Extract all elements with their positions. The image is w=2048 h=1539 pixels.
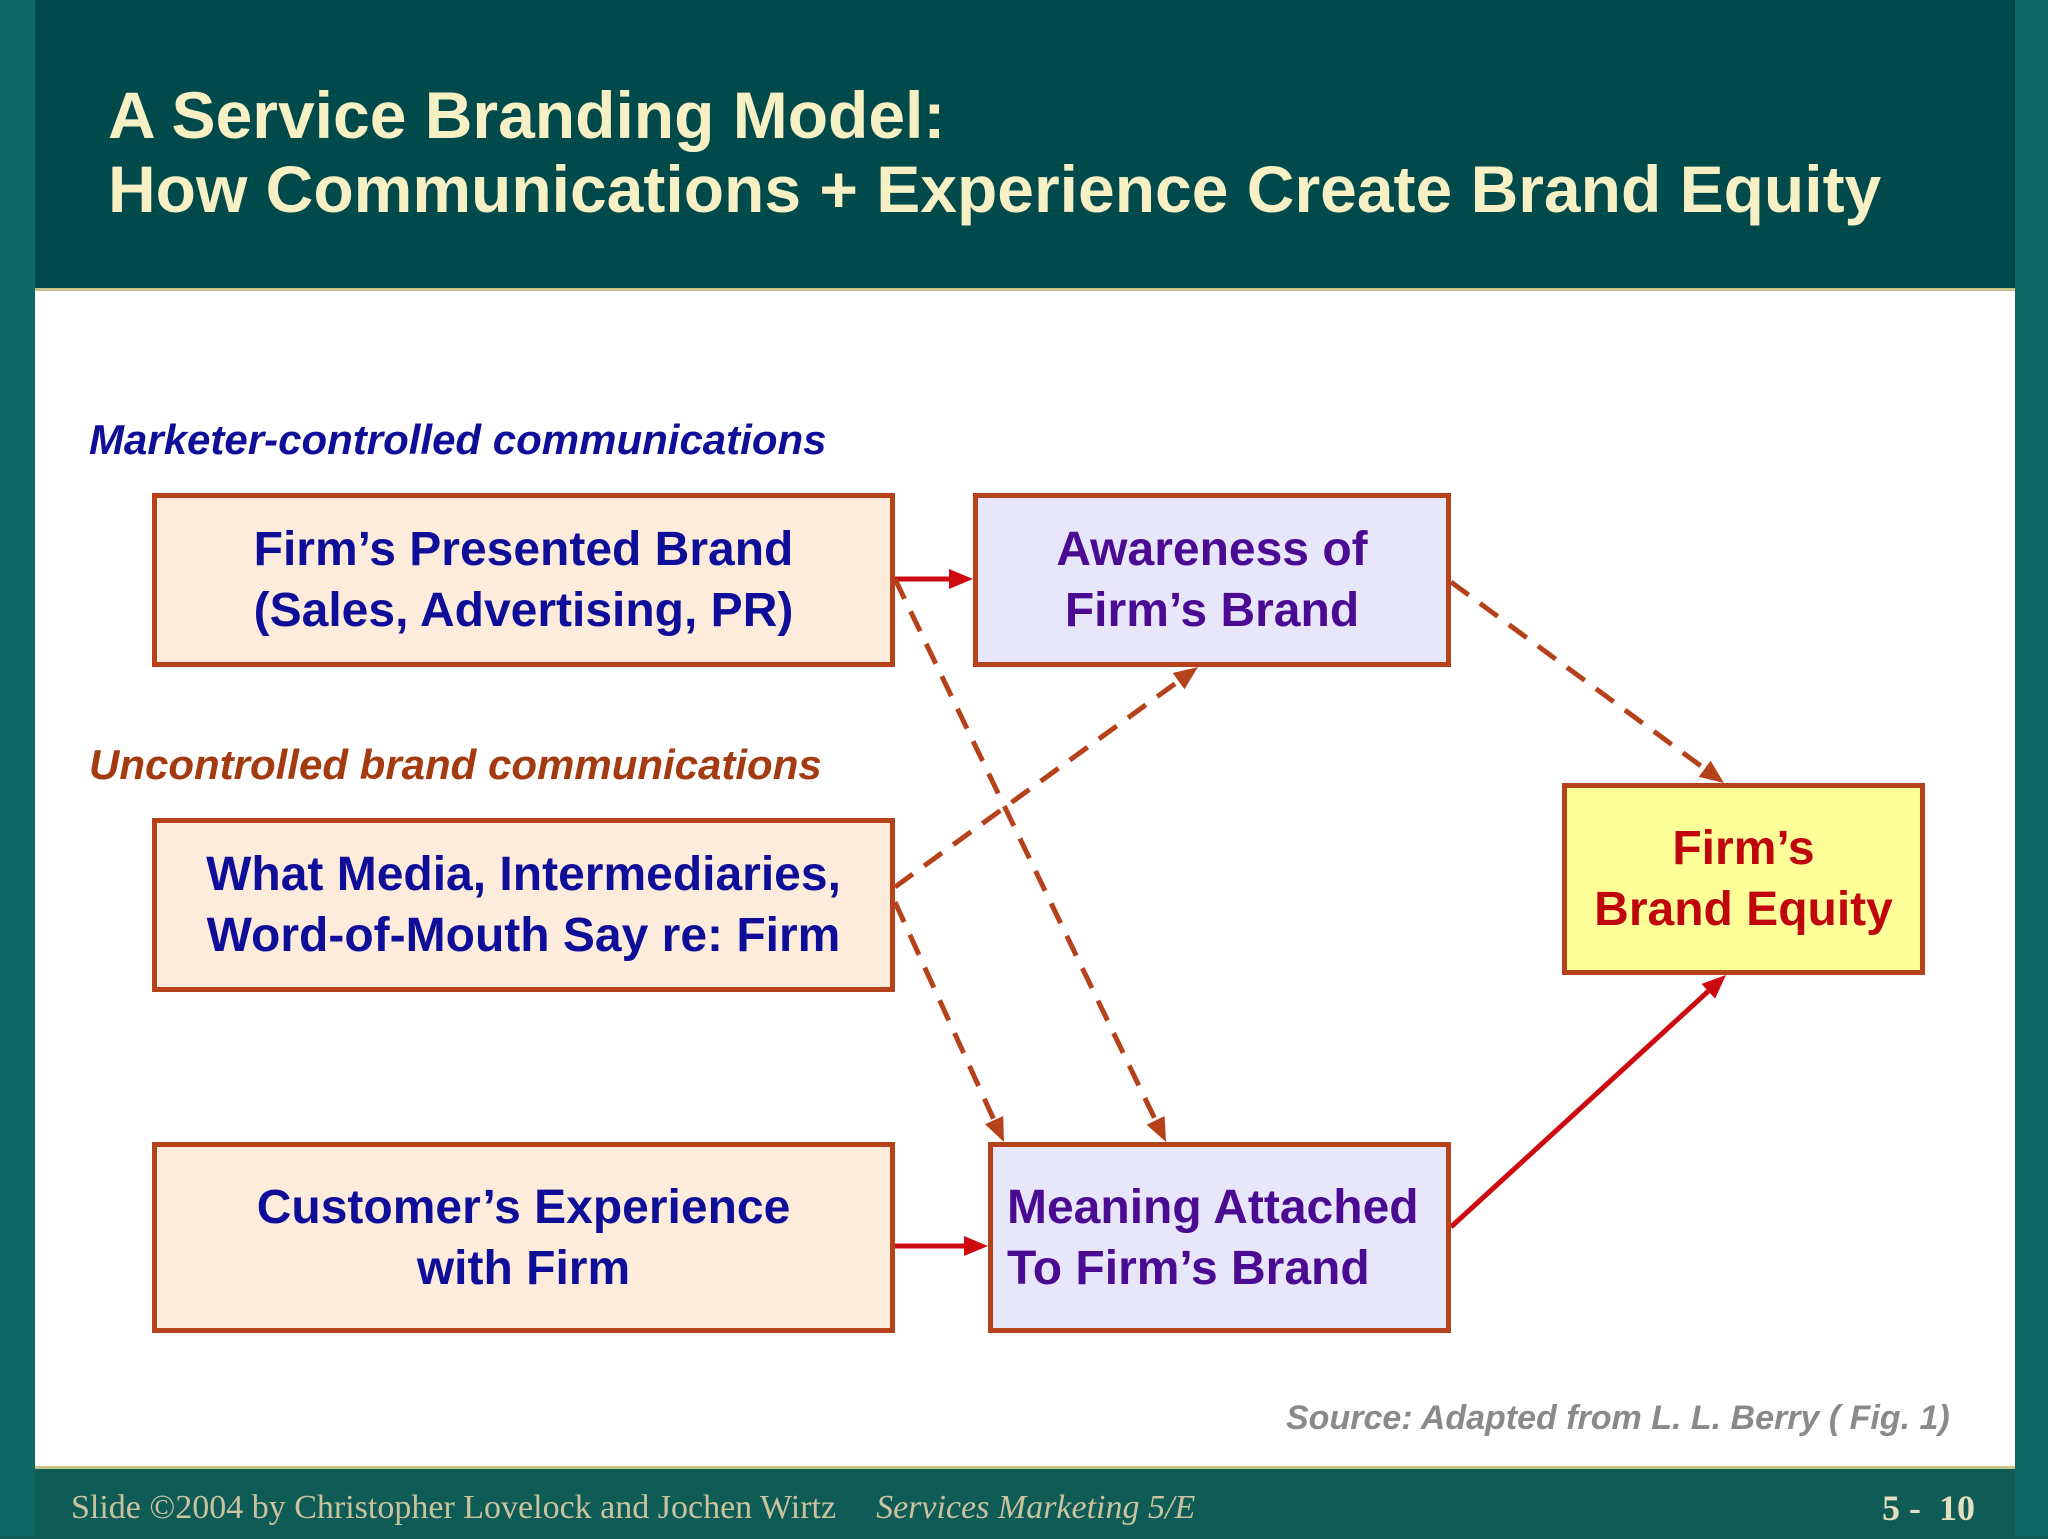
source-note: Source: Adapted from L. L. Berry ( Fig. … (1286, 1399, 1950, 1437)
uncontrolled-label: Uncontrolled brand communications (89, 741, 822, 788)
slide-title: A Service Branding Model: How Communicat… (108, 78, 1882, 226)
customer-experience-box: Customer’s Experience with Firm (152, 1142, 895, 1333)
brand-meaning-box: Meaning Attached To Firm’s Brand (988, 1142, 1451, 1333)
footer-book-title: Services Marketing 5/E (876, 1489, 1196, 1526)
marketer-controlled-label: Marketer-controlled communications (89, 416, 827, 463)
footer-credit: Slide ©2004 by Christopher Lovelock and … (71, 1489, 837, 1526)
left-frame-bar (0, 0, 35, 1536)
media-word-of-mouth-box: What Media, Intermediaries, Word-of-Mout… (152, 818, 895, 992)
brand-equity-box: Firm’s Brand Equity (1562, 783, 1925, 975)
brand-awareness-box: Awareness of Firm’s Brand (973, 493, 1451, 667)
slide-number: 5 - 10 (1882, 1488, 1975, 1528)
presented-brand-box: Firm’s Presented Brand (Sales, Advertisi… (152, 493, 895, 667)
right-frame-bar (2013, 0, 2048, 1536)
footer-credit-line: Slide ©2004 by Christopher Lovelock and … (71, 1489, 1195, 1527)
slide-header: A Service Branding Model: How Communicat… (35, 0, 2015, 291)
slide-footer: Slide ©2004 by Christopher Lovelock and … (35, 1466, 2015, 1539)
